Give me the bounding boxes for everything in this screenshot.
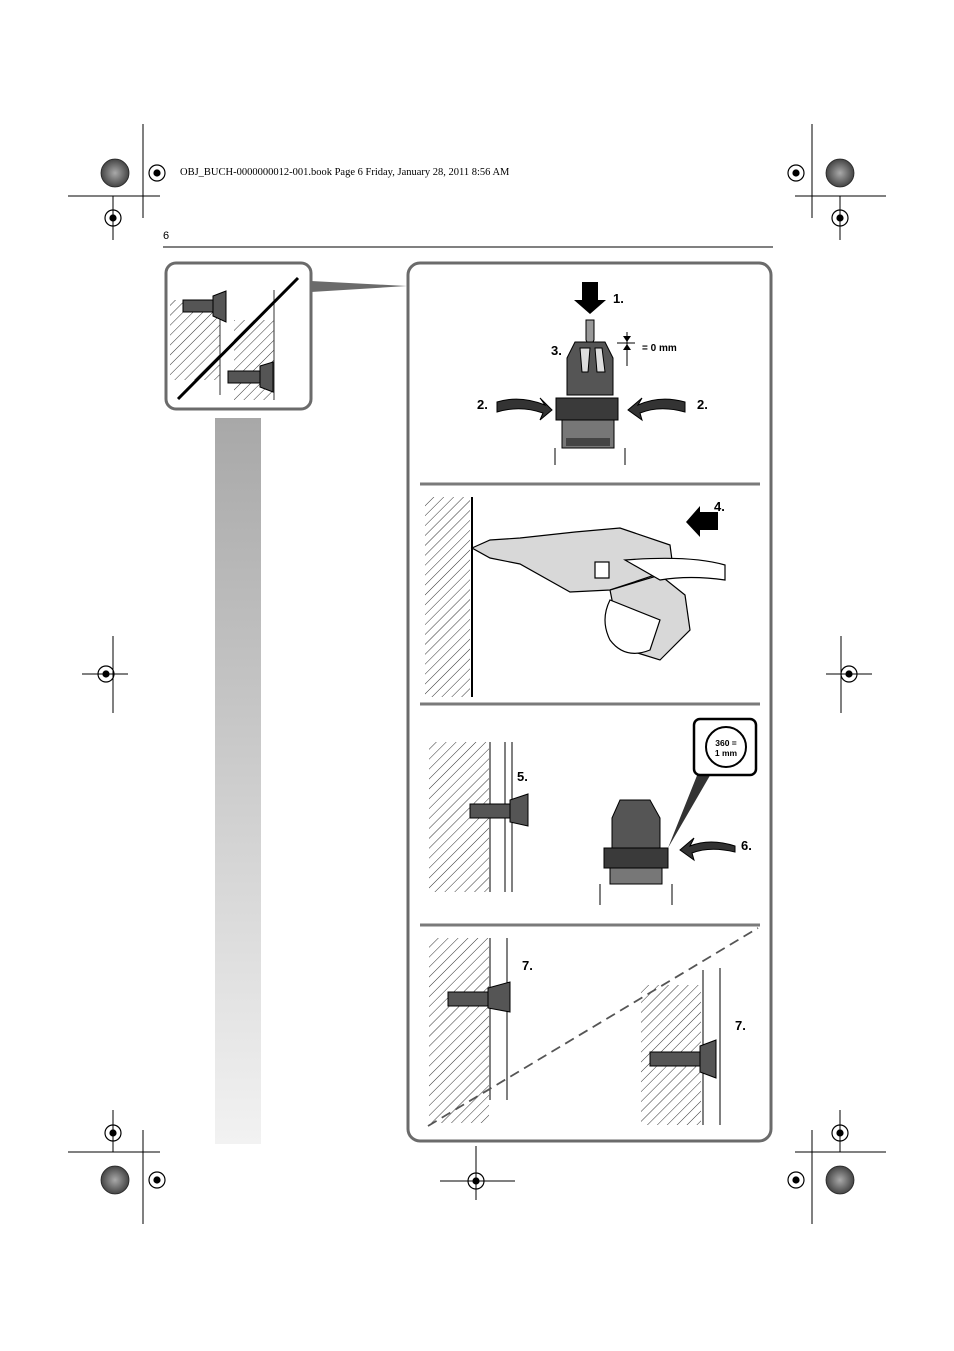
adjustment-collar xyxy=(603,847,669,869)
step-2-right-label: 2. xyxy=(697,397,708,412)
dashed-divider xyxy=(427,927,759,1127)
drywall-screwdriver-icon xyxy=(470,527,726,661)
section-fine-adjustment xyxy=(429,717,758,905)
section-result xyxy=(427,927,759,1127)
screw-icon xyxy=(469,793,529,827)
side-bar xyxy=(215,418,261,1144)
step-5-label: 5. xyxy=(517,769,528,784)
page-number: 6 xyxy=(163,230,170,242)
print-header: OBJ_BUCH-0000000012-001.book Page 6 Frid… xyxy=(180,167,510,178)
push-arrow-down-icon xyxy=(574,282,606,314)
screw-icon xyxy=(182,290,274,393)
section-dividers xyxy=(420,482,760,927)
section-drilling xyxy=(425,497,726,697)
rotation-line-2: 1 mm xyxy=(714,748,738,758)
inset-panel xyxy=(164,261,407,411)
screw-icon xyxy=(649,1039,717,1079)
step-7-bottom-label: 7. xyxy=(735,1018,746,1033)
section-depth-stop xyxy=(496,282,686,465)
push-arrow-left-icon xyxy=(686,506,718,537)
rotate-arrow-right-icon xyxy=(627,397,686,422)
rotate-arrow-right-icon xyxy=(679,837,736,862)
step-3-label: 3. xyxy=(551,343,562,358)
step-2-left-label: 2. xyxy=(477,397,488,412)
rotation-line-1: 360 = xyxy=(715,738,737,748)
step-1-label: 1. xyxy=(613,291,624,306)
adjustment-collar xyxy=(555,397,619,421)
rotation-value: 360 = 1 mm xyxy=(708,738,744,758)
screw-icon xyxy=(447,981,511,1013)
step-6-label: 6. xyxy=(741,838,752,853)
depth-stop-nose xyxy=(611,799,661,849)
step-7-top-label: 7. xyxy=(522,958,533,973)
depth-zero-label: = 0 mm xyxy=(642,343,677,354)
registration-target-icons xyxy=(97,164,858,1190)
step-4-label: 4. xyxy=(714,499,725,514)
color-rosette-icons xyxy=(100,158,855,1195)
rotate-arrow-left-icon xyxy=(496,397,553,421)
